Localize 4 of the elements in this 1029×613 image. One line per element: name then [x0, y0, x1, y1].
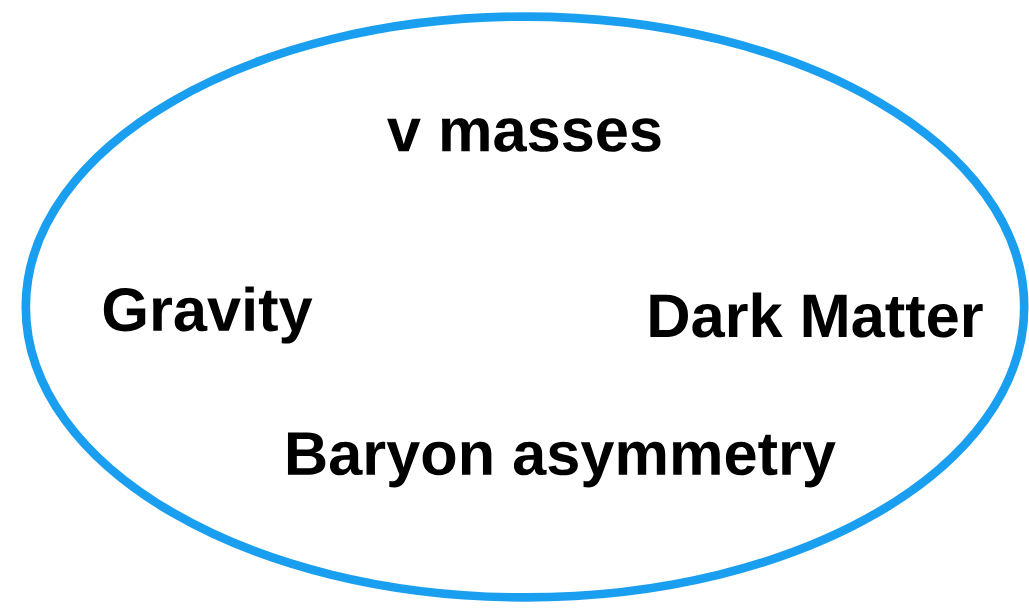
topic-label: Baryon asymmetry	[287, 432, 836, 488]
topic-label: Gravity	[103, 286, 313, 344]
topic-label: v masses	[387, 118, 661, 152]
topic-label: Dark Matter	[650, 292, 983, 338]
